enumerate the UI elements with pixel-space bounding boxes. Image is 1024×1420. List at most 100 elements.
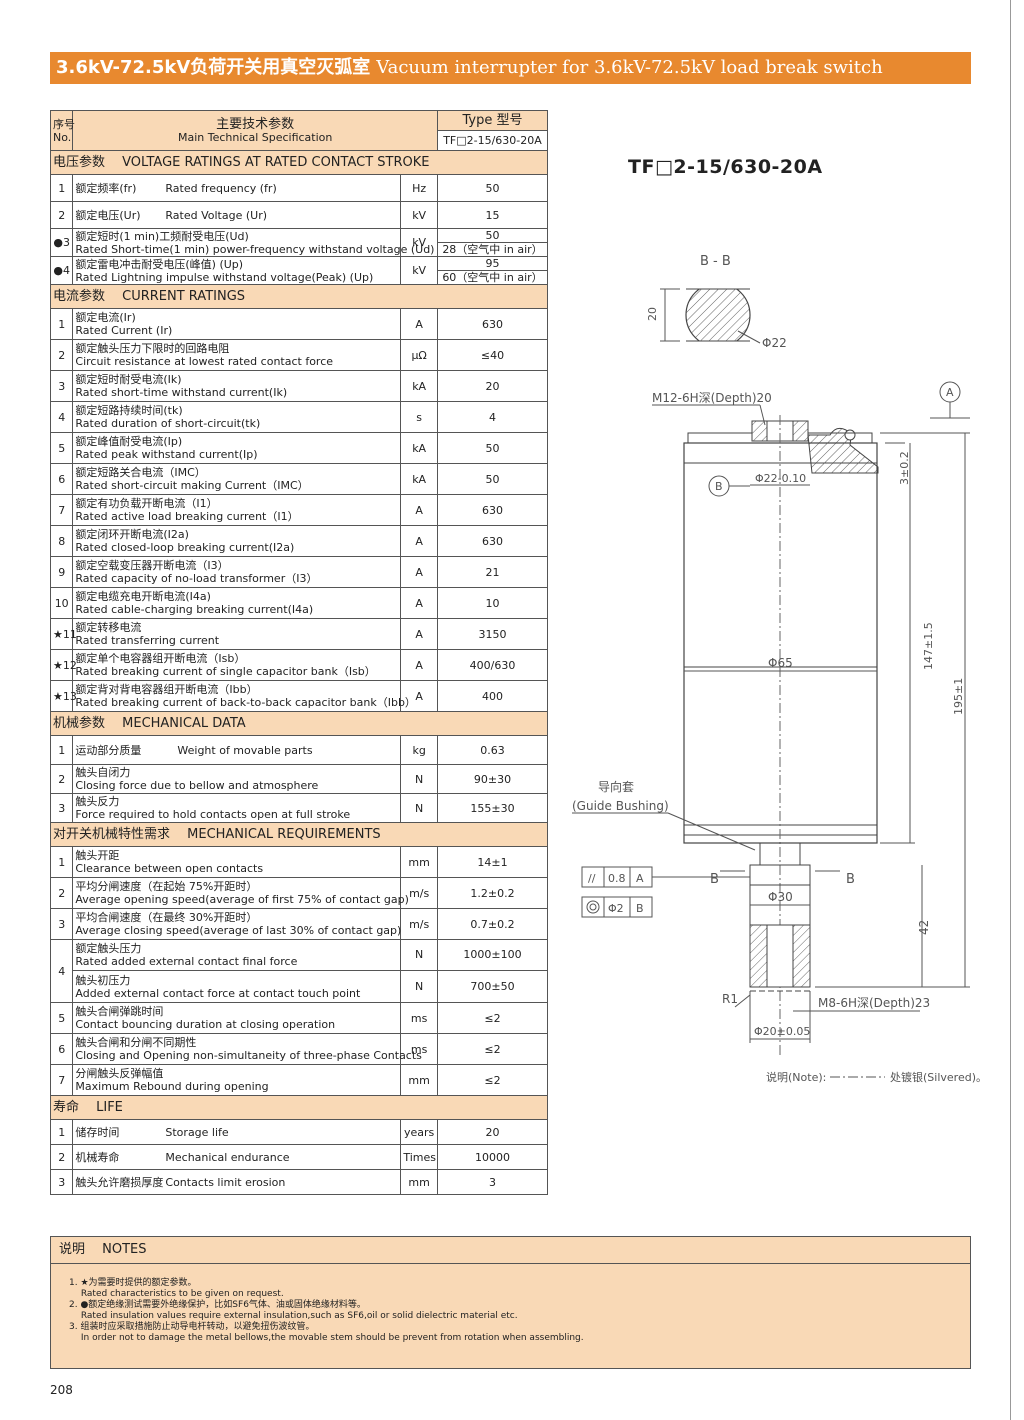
row-value: ≤2	[436, 1033, 549, 1065]
datum-a: A	[946, 386, 954, 399]
row-unit: A	[400, 494, 438, 526]
row-value: 50	[436, 463, 549, 495]
row-value: 10	[436, 587, 549, 619]
dim-147: 147±1.5	[922, 622, 935, 670]
dim-d22: Φ22	[762, 336, 787, 350]
drawing-note-label: 说明(Note):	[766, 1070, 826, 1084]
row-value: 4	[436, 401, 549, 433]
dim-42: 42	[917, 920, 931, 935]
row-unit: mm	[400, 846, 438, 878]
row-unit: m/s	[400, 908, 438, 940]
row-number: 2	[49, 201, 74, 229]
row-value: 1.2±0.2	[436, 877, 549, 909]
row-unit: kV	[400, 256, 438, 285]
row-description: 额定电流(Ir)Rated Current (Ir)	[72, 308, 402, 340]
row-value: 630	[436, 525, 549, 557]
row-description: 额定短路持续时间(tk)Rated duration of short-circ…	[72, 401, 402, 433]
row-description: 额定空载变压器开断电流（I3）Rated capacity of no-load…	[72, 556, 402, 588]
thread-bottom-label: M8-6H深(Depth)23	[818, 996, 930, 1010]
row-value: ≤2	[436, 1002, 549, 1034]
row-number: 2	[49, 339, 74, 371]
row-unit: A	[400, 587, 438, 619]
note-line: Rated characteristics to be given on req…	[69, 1289, 284, 1299]
section-header-mechanical: 机械参数 MECHANICAL DATA	[50, 711, 548, 736]
row-value: 20	[436, 370, 549, 402]
row-description: 额定有功负载开断电流（I1）Rated active load breaking…	[72, 494, 402, 526]
row-description: 平均合闸速度（在最终 30%开距时）Average closing speed(…	[72, 908, 401, 940]
tol1-datum: A	[636, 872, 644, 885]
dim-d22-tol: Φ22-0.10	[755, 472, 806, 485]
row-unit: A	[400, 308, 438, 340]
row-description: 额定闭环开断电流(I2a)Rated closed-loop breaking …	[72, 525, 402, 557]
tolerance-frames: // 0.8 A Φ2 B	[581, 866, 750, 918]
row-unit: kA	[400, 370, 438, 402]
row-description: 额定短时耐受电流(Ik)Rated short-time withstand c…	[72, 370, 402, 402]
row-number: 9	[49, 556, 74, 588]
row-unit: A	[400, 680, 438, 712]
row-unit: mm	[400, 1169, 438, 1195]
row-unit: kA	[400, 463, 438, 495]
technical-drawing: B - B 20 Φ22 M12-6H深(Depth)20 A B	[572, 254, 987, 1084]
row-unit: N	[400, 764, 438, 794]
dim-195: 195±1	[952, 678, 965, 715]
row-value: 0.7±0.2	[436, 908, 549, 940]
section-header-life: 寿命 LIFE	[50, 1095, 548, 1120]
row-number: 1	[49, 1119, 74, 1145]
row-value: 14±1	[436, 846, 549, 878]
note-line: 2. ●额定绝缘测试需要外绝缘保护，比如SF6气体、油或固体绝缘材料等。	[69, 1300, 366, 1310]
row-unit: A	[400, 525, 438, 557]
row-unit: s	[400, 401, 438, 433]
row-number: ●3	[49, 228, 74, 257]
row-unit: ms	[400, 1002, 438, 1034]
note-line: In order not to damage the metal bellows…	[69, 1333, 584, 1343]
row-number: 6	[49, 1033, 74, 1065]
section-header-voltage: 电压参数 VOLTAGE RATINGS AT RATED CONTACT ST…	[50, 150, 548, 175]
note-line: Rated insulation values require external…	[69, 1311, 518, 1321]
row-value: 630	[436, 308, 549, 340]
tol2-value: Φ2	[608, 902, 624, 915]
row-number: 4	[49, 401, 74, 433]
section-b-left: B	[710, 872, 719, 887]
row-value: 630	[436, 494, 549, 526]
row-number: ★13	[49, 680, 77, 712]
thread-top-label: M12-6H深(Depth)20	[652, 391, 772, 405]
section-title: 对开关机械特性需求 MECHANICAL REQUIREMENTS	[50, 822, 548, 847]
banner-title-en: Vacuum interrupter for 3.6kV-72.5kV load…	[376, 57, 883, 78]
row-unit: kV	[400, 228, 438, 257]
row-description: 额定频率(fr)Rated frequency (fr)	[72, 174, 402, 202]
row-number: 3	[49, 370, 74, 402]
guide-label-cn: 导向套	[598, 779, 634, 794]
row-unit: kV	[400, 201, 438, 229]
notes-body: 1. ★为需要时提供的额定参数。 Rated characteristics t…	[51, 1264, 970, 1344]
row-unit: mm	[400, 1064, 438, 1096]
section-title: 寿命 LIFE	[50, 1095, 548, 1120]
section-title: 电流参数 CURRENT RATINGS	[50, 284, 548, 309]
row-number: 2	[49, 764, 74, 794]
row-number: 5	[49, 432, 74, 464]
